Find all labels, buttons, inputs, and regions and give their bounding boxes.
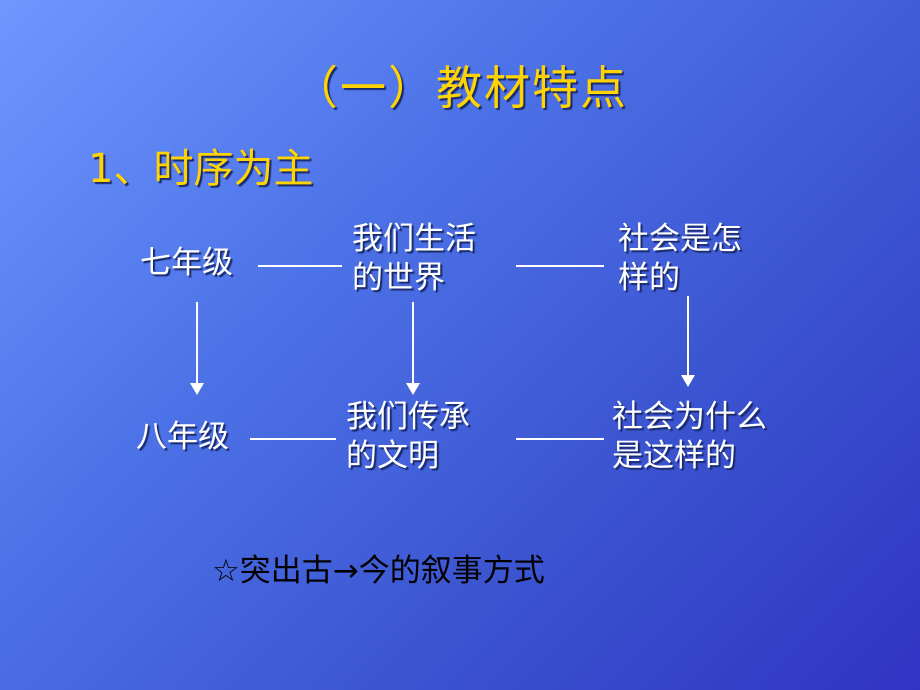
footer-note: ☆突出古→今的叙事方式 xyxy=(212,553,545,589)
grade7-book1: 我们生活 的世界 xyxy=(352,221,476,296)
arrow-book2-line xyxy=(687,296,689,376)
grade7-label: 七年级 xyxy=(140,245,233,281)
arrow-grade-line xyxy=(196,302,198,384)
arrow-down-icon xyxy=(681,375,695,387)
connector-grade8-book2 xyxy=(516,438,604,440)
connector-grade7-book1 xyxy=(258,265,342,267)
arrow-down-icon xyxy=(190,383,204,395)
grade8-book2: 社会为什么 是这样的 xyxy=(612,399,767,474)
slide-title: （一）教材特点 xyxy=(292,61,628,115)
section-heading: 1、时序为主 xyxy=(88,146,314,192)
grade7-book2: 社会是怎 样的 xyxy=(618,221,742,296)
connector-grade8-book1 xyxy=(250,438,336,440)
arrow-down-icon xyxy=(406,383,420,395)
grade8-book1: 我们传承 的文明 xyxy=(346,399,470,474)
arrow-book1-line xyxy=(412,302,414,384)
connector-grade7-book2 xyxy=(516,265,604,267)
grade8-label: 八年级 xyxy=(136,419,229,455)
